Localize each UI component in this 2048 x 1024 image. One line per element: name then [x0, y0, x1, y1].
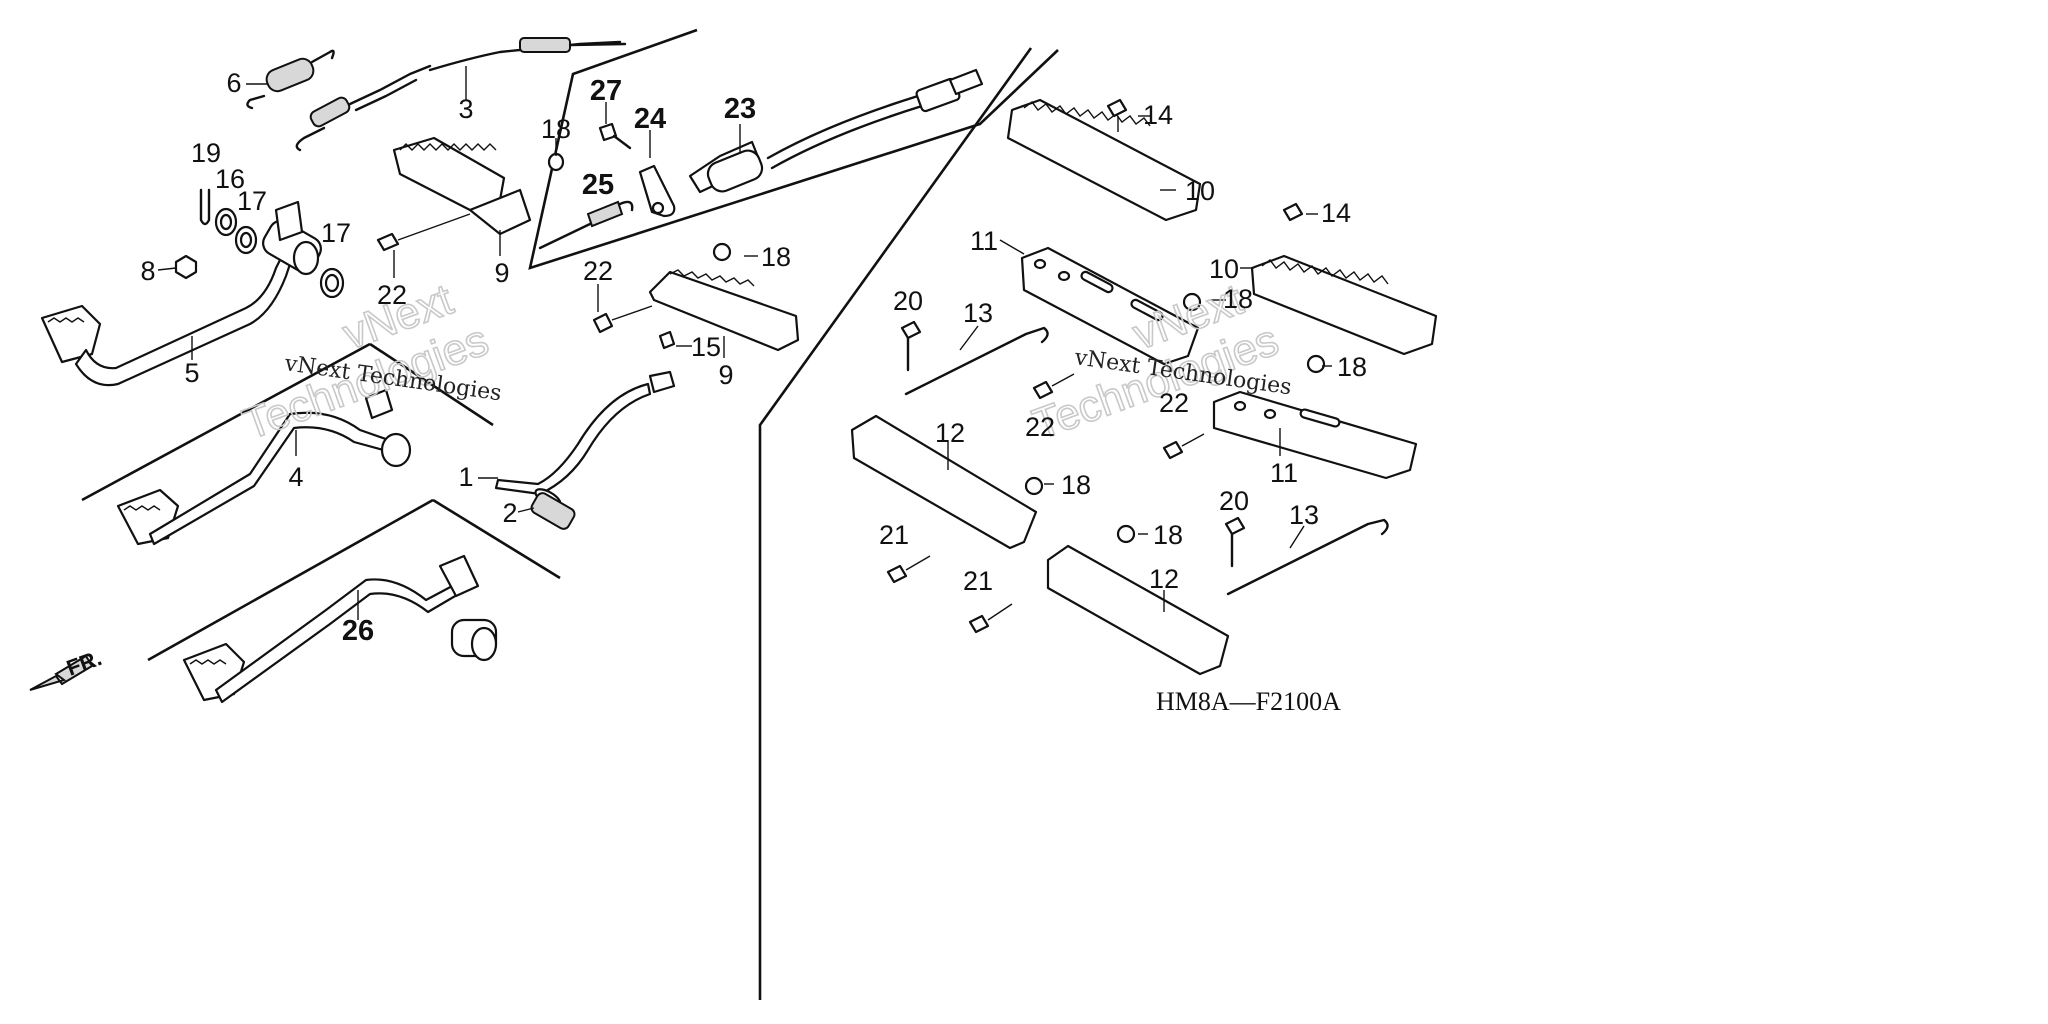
step-assembly-right: [850, 98, 1438, 676]
callout-labels: 6 3 19 16 17 17 8 5 4 26 1 2 18 27 24 23…: [140, 68, 1367, 647]
callout-18a: 18: [541, 114, 571, 144]
callout-3: 3: [458, 94, 473, 124]
callout-13b: 13: [1289, 500, 1319, 530]
callout-5: 5: [184, 358, 199, 388]
callout-20a: 20: [893, 286, 923, 316]
callout-17a: 17: [237, 186, 267, 216]
callout-8: 8: [140, 256, 155, 286]
callout-25: 25: [582, 169, 614, 201]
section-lines: [81, 28, 1059, 1000]
shift-lever-part-1: [494, 370, 676, 530]
callout-14b: 14: [1321, 198, 1351, 228]
callout-22d: 22: [1159, 388, 1189, 418]
callout-18e: 18: [1061, 470, 1091, 500]
switch-parts: [538, 68, 984, 250]
brake-pedal-part-5: [40, 200, 322, 387]
diagram-code: HM8A—F2100A: [1156, 687, 1341, 716]
callout-18f: 18: [1153, 520, 1183, 550]
callout-17b: 17: [321, 218, 351, 248]
callout-9a: 9: [494, 258, 509, 288]
callout-24: 24: [634, 103, 666, 135]
callout-13a: 13: [963, 298, 993, 328]
callout-27: 27: [590, 75, 622, 107]
front-marker-text: FR.: [63, 645, 105, 681]
cable-part-3: [295, 37, 627, 152]
footrest-part-9-mid: [592, 242, 800, 352]
callout-1: 1: [458, 462, 473, 492]
callout-21a: 21: [879, 520, 909, 550]
brake-pedal-part-4: [116, 388, 412, 546]
footrest-part-9-top: [376, 136, 565, 252]
leader-lines: [157, 66, 1332, 620]
spring-part-6: [246, 49, 335, 110]
callout-22a: 22: [377, 280, 407, 310]
callout-6: 6: [226, 68, 241, 98]
callout-12a: 12: [935, 418, 965, 448]
callout-4: 4: [288, 462, 303, 492]
brake-pedal-part-26: [182, 554, 498, 704]
small-parts-left: [174, 188, 345, 299]
callout-23: 23: [724, 93, 756, 125]
callout-20b: 20: [1219, 486, 1249, 516]
callout-15: 15: [691, 332, 721, 362]
callout-19: 19: [191, 138, 221, 168]
callout-10b: 10: [1209, 254, 1239, 284]
callout-18d: 18: [1337, 352, 1367, 382]
callout-16: 16: [215, 164, 245, 194]
callout-18b: 18: [761, 242, 791, 272]
callout-2: 2: [502, 498, 517, 528]
callout-21b: 21: [963, 566, 993, 596]
callout-22b: 22: [583, 256, 613, 286]
callout-11b: 11: [1270, 458, 1298, 488]
callout-10a: 10: [1185, 176, 1215, 206]
callout-12b: 12: [1149, 564, 1179, 594]
callout-14a: 14: [1143, 100, 1173, 130]
callout-9b: 9: [718, 360, 733, 390]
callout-22c: 22: [1025, 412, 1055, 442]
front-arrow: [29, 654, 94, 691]
callout-18c: 18: [1223, 284, 1253, 314]
callout-26: 26: [342, 615, 374, 647]
callout-11a: 11: [970, 226, 998, 256]
